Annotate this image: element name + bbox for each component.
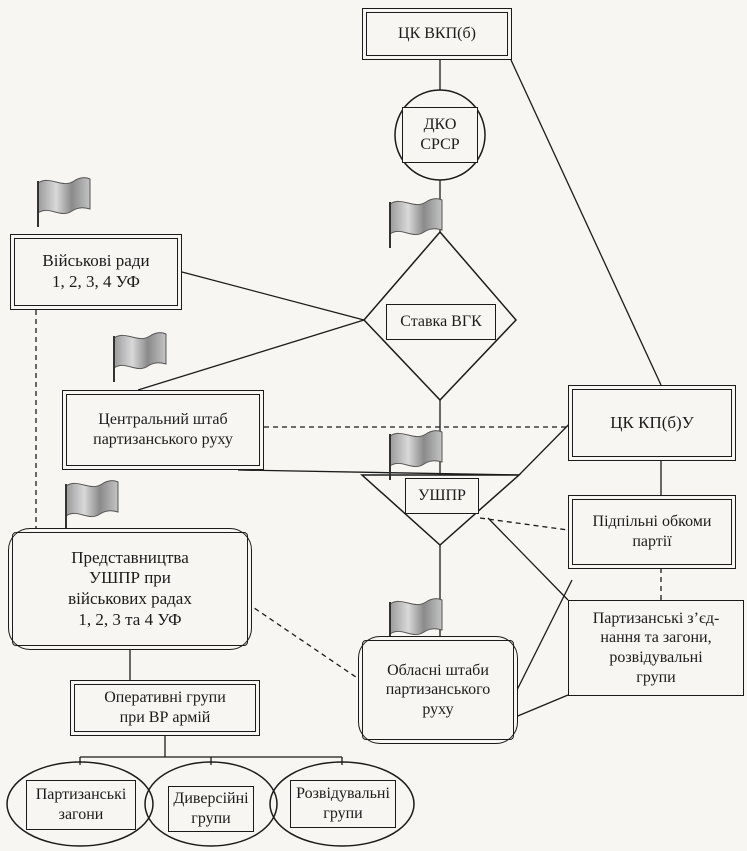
node-partyzanski-zednannia: Партизанські з’єд- нання та загони, розв… xyxy=(568,600,744,696)
node-ushpr-label: УШПР xyxy=(418,487,466,505)
edge-pidpilni-oblasni xyxy=(512,579,573,699)
node-viyskovi-rady: Військові ради 1, 2, 3, 4 УФ xyxy=(10,234,182,310)
node-predstavnytstva: Представництва УШПР при військових радах… xyxy=(8,528,252,650)
edge-ushpr-zednannia xyxy=(487,517,569,601)
oval-dyversiini-hrupy xyxy=(144,761,278,847)
edge-viyskovi-stavka xyxy=(181,271,365,321)
node-ck-kpbu-label: ЦК КП(б)У xyxy=(610,412,694,432)
oval-partyzanski-zahony xyxy=(6,761,154,847)
node-operatyvni-hrupy: Оперативні групи при ВР армій xyxy=(70,680,260,736)
edge-ckvkpb-ckkpbu xyxy=(510,59,662,386)
flag-icon-predstavnytstva xyxy=(65,480,119,530)
node-rozviduvalni-hrupy: Розвідувальні групи xyxy=(290,780,396,828)
edge-tsentralnyi-ushpr xyxy=(237,469,520,476)
node-pidpilni-obkomy: Підпільні обкоми партії xyxy=(568,495,736,569)
flag-icon-ushpr xyxy=(389,430,443,480)
node-dyversiini-hrupy: Диверсійні групи xyxy=(168,786,254,832)
node-pidpilni-obkomy-label: Підпільні обкоми партії xyxy=(592,513,712,550)
node-tsentralnyi-shtab-label: Центральний штаб партизанського руху xyxy=(93,411,233,448)
dashed-ushpr-pidpilni xyxy=(479,517,569,531)
node-oblasni-shtaby: Обласні штаби партизанського руху xyxy=(358,636,518,744)
flag-icon-viyskovi xyxy=(37,177,91,227)
node-stavka: Ставка ВГК xyxy=(386,304,496,340)
node-stavka-label: Ставка ВГК xyxy=(400,313,482,331)
edge-stavka-tsentralnyi xyxy=(137,319,365,391)
node-operatyvni-hrupy-label: Оперативні групи при ВР армій xyxy=(104,689,226,726)
node-rozviduvalni-hrupy-label: Розвідувальні групи xyxy=(296,785,390,822)
flag-icon-tsentralnyi xyxy=(113,332,167,382)
node-partyzanski-zahony-label: Партизанські загони xyxy=(35,786,127,823)
edge-zednannia-oblasni xyxy=(512,694,569,719)
node-ck-vkpb-label: ЦК ВКП(б) xyxy=(398,25,476,43)
flag-icon-stavka xyxy=(389,198,443,248)
node-predstavnytstva-label: Представництва УШПР при військових радах… xyxy=(68,547,192,629)
dashed-predstavnytstva-oblasni xyxy=(209,577,376,691)
oval-rozviduvalni-hrupy xyxy=(269,761,415,847)
node-ushpr: УШПР xyxy=(405,478,479,514)
node-dko-label: ДКО СРСР xyxy=(420,116,460,153)
node-oblasni-shtaby-label: Обласні штаби партизанського руху xyxy=(385,661,491,718)
node-ck-kpbu: ЦК КП(б)У xyxy=(568,385,736,461)
node-dko: ДКО СРСР xyxy=(402,107,478,163)
node-dyversiini-hrupy-label: Диверсійні групи xyxy=(173,790,249,827)
node-viyskovi-rady-label: Військові ради 1, 2, 3, 4 УФ xyxy=(42,251,150,291)
node-ck-vkpb: ЦК ВКП(б) xyxy=(362,8,512,60)
node-partyzanski-zednannia-label: Партизанські з’єд- нання та загони, розв… xyxy=(592,609,720,686)
node-partyzanski-zahony: Партизанські загони xyxy=(26,780,136,830)
node-tsentralnyi-shtab: Центральний штаб партизанського руху xyxy=(62,390,264,470)
